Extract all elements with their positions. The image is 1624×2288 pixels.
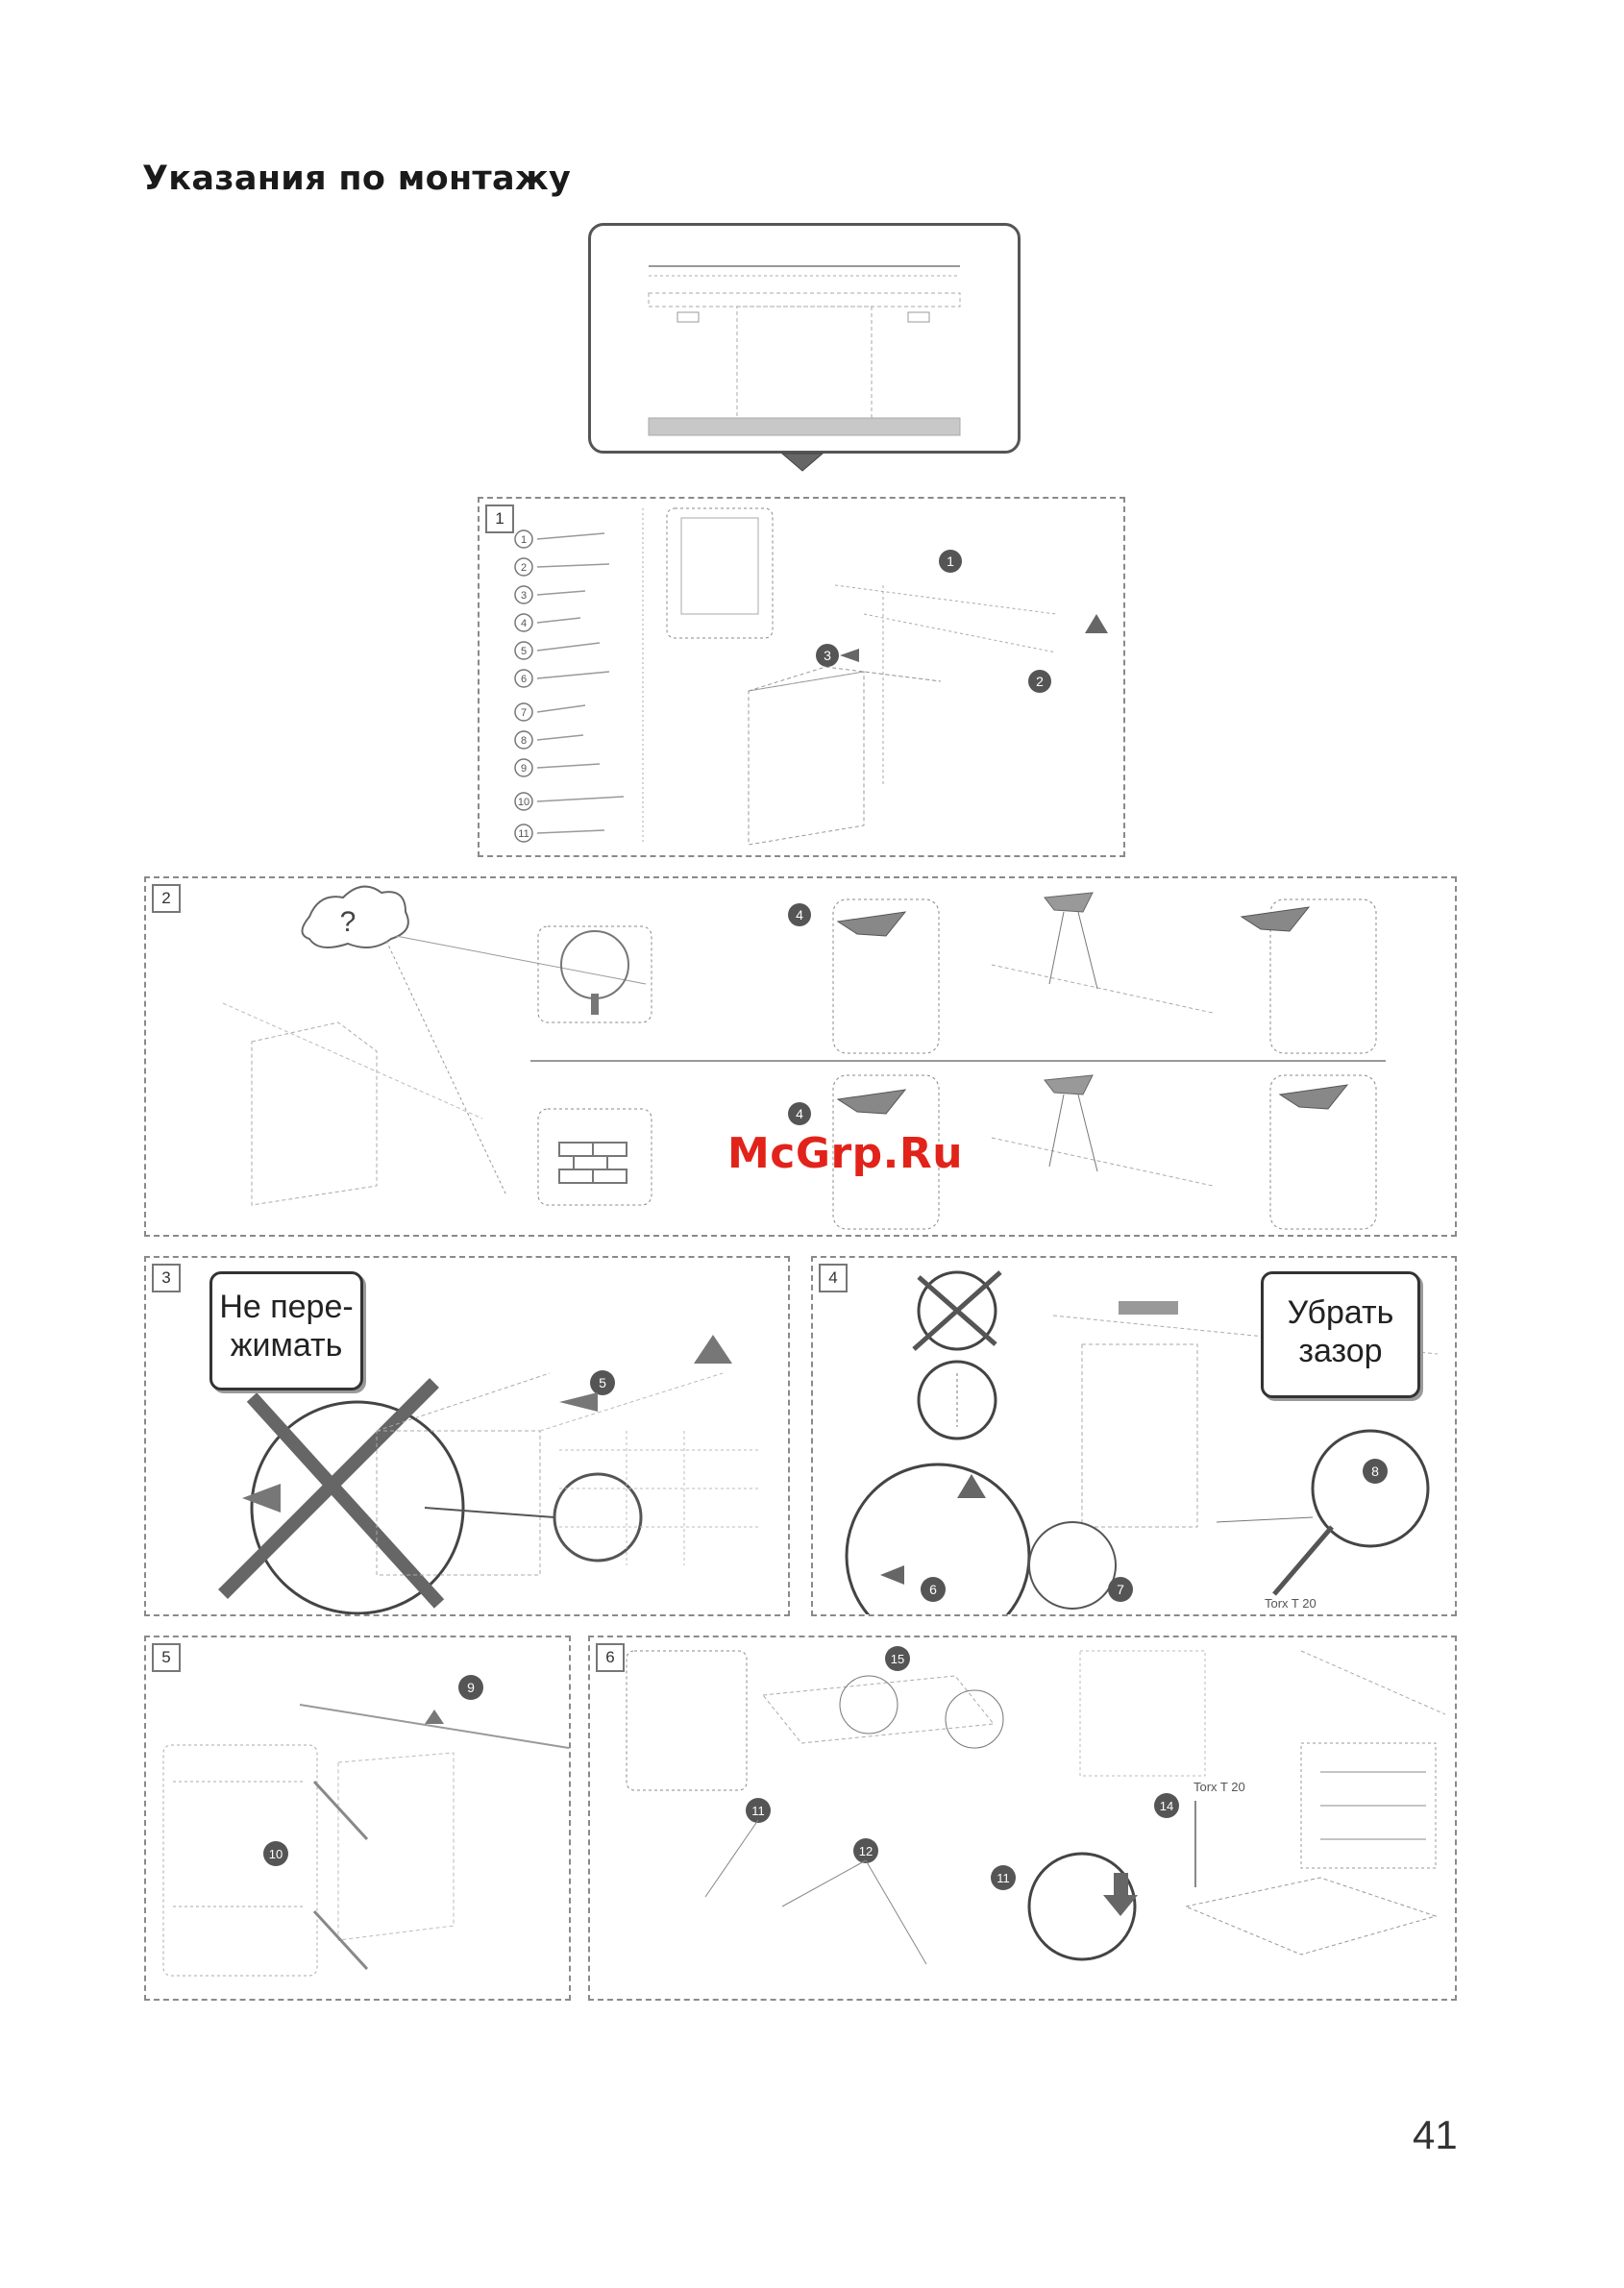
callout-line: зазор [1264,1332,1417,1370]
panel-6-drawing: 15 11 12 11 14 [590,1637,1455,1999]
part-number-label: 5 [521,646,527,657]
part-number-label: 11 [518,828,529,840]
watermark: McGrp.Ru [727,1129,963,1178]
part-number-label: 6 [521,674,527,685]
svg-text:5: 5 [599,1375,606,1390]
panel-number: 4 [819,1264,848,1292]
callout-do-not-pinch: Не пере- жимать [209,1271,363,1390]
part-number-label: 8 [521,735,527,747]
down-arrow-icon [780,452,824,473]
svg-text:8: 8 [1371,1464,1379,1479]
part-number-label: 9 [521,763,527,775]
panel-2-drawing: ? 4 4 [146,878,1455,1235]
panel-number: 5 [152,1643,181,1672]
svg-text:15: 15 [891,1652,904,1666]
svg-text:12: 12 [859,1844,873,1858]
part-number-label: 10 [518,797,529,808]
svg-text:7: 7 [1117,1582,1124,1597]
svg-text:10: 10 [269,1847,283,1861]
torx-label: Torx T 20 [1265,1596,1316,1611]
panel-5: 5 10 9 [144,1636,571,2001]
svg-text:4: 4 [796,907,803,923]
svg-text:11: 11 [997,1871,1010,1885]
panel-4: 4 6 7 8 Убрать зазор Torx T 20 [811,1256,1457,1616]
svg-text:6: 6 [929,1582,937,1597]
callout-line: Не пере- [212,1288,360,1326]
callout-line: жимать [212,1326,360,1365]
page-number: 41 [1413,2112,1458,2158]
part-number-label: 7 [521,707,527,719]
panel-number: 2 [152,884,181,913]
panel-number: 1 [485,504,514,533]
svg-text:1: 1 [947,554,954,569]
callout-remove-gap: Убрать зазор [1261,1271,1420,1398]
question-mark: ? [340,906,357,938]
part-number-label: 3 [521,590,527,602]
part-number-label: 2 [521,562,527,574]
svg-text:14: 14 [1160,1799,1173,1813]
panel-3: 3 5 Не пере- жимать [144,1256,790,1616]
overview-illustration [588,223,1021,454]
svg-text:4: 4 [796,1106,803,1121]
panel-6: 6 15 11 12 11 14 Torx T 20 [588,1636,1457,2001]
svg-text:3: 3 [824,648,831,663]
panel-5-drawing: 10 9 [146,1637,569,1999]
part-number-label: 1 [521,534,527,546]
svg-text:2: 2 [1036,674,1044,689]
panel-1: 1 1 2 3 1 2 3 4 5 6 7 8 9 10 11 [478,497,1125,857]
panel-1-drawing: 1 2 3 1 2 3 4 5 6 7 8 9 10 11 [480,499,1123,855]
overview-drawing [591,226,1018,451]
part-number-label: 4 [521,618,527,629]
svg-text:11: 11 [751,1804,765,1818]
torx-label: Torx T 20 [1193,1780,1245,1794]
callout-line: Убрать [1264,1293,1417,1332]
panel-number: 3 [152,1264,181,1292]
svg-text:9: 9 [467,1680,475,1695]
panel-number: 6 [596,1643,625,1672]
page-title: Указания по монтажу [142,160,571,198]
panel-2: 2 ? 4 4 [144,876,1457,1237]
